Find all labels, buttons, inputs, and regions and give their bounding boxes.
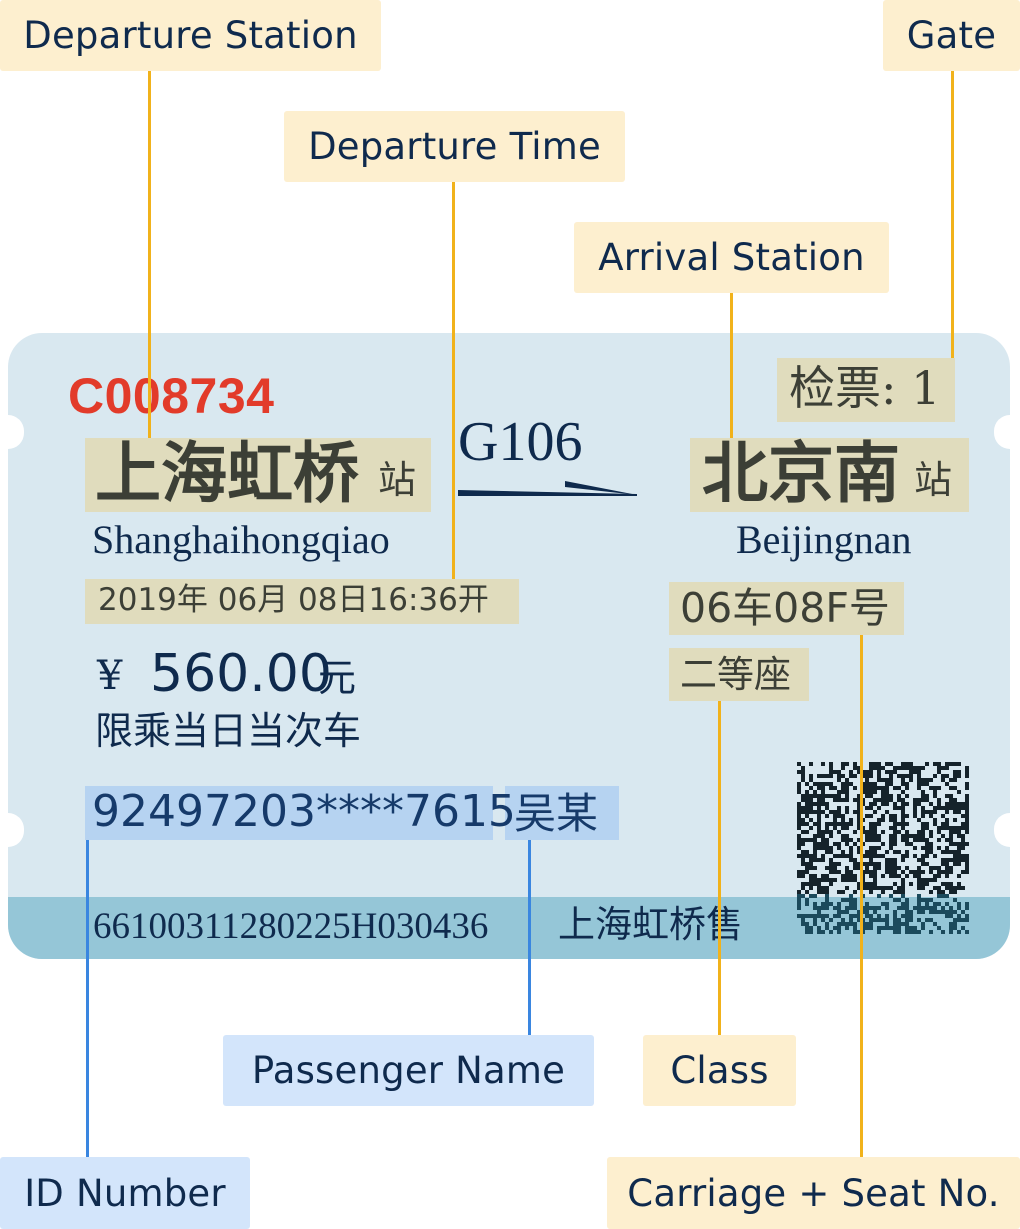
arrival-station-cn: 北京南 xyxy=(702,435,900,512)
ticket-bottom-band xyxy=(8,897,1010,959)
carriage-seat-leader xyxy=(860,635,863,1158)
class-highlight xyxy=(669,648,809,701)
seat-class: 二等座 xyxy=(680,653,791,696)
departure-station-leader xyxy=(148,70,151,438)
ticket-notch xyxy=(8,813,24,847)
departure-time: 2019年 06月 08日16:36开 xyxy=(98,582,489,618)
qr-code-icon xyxy=(797,762,969,934)
arrival-station-en: Beijingnan xyxy=(736,517,912,562)
carriage-seat-highlight xyxy=(669,582,904,635)
callout-carriage-seat: Carriage + Seat No. xyxy=(607,1157,1020,1229)
departure-time-leader xyxy=(452,182,455,579)
arrival-station-suffix: 站 xyxy=(914,458,953,502)
id-number: 92497203****7615 xyxy=(92,786,516,837)
train-ticket xyxy=(8,333,1010,959)
ticket-notch xyxy=(8,415,24,449)
direction-arrow-icon xyxy=(458,481,637,496)
ticket-notch xyxy=(994,415,1010,449)
price-symbol: ¥ xyxy=(97,653,123,699)
id-number-highlight xyxy=(85,786,493,840)
passenger-name-highlight xyxy=(505,786,619,840)
callout-id-number: ID Number xyxy=(0,1157,250,1229)
departure-station-cn: 上海虹桥 xyxy=(95,435,359,512)
callout-arrival-station: Arrival Station xyxy=(574,222,889,293)
departure-station-en: Shanghaihongqiao xyxy=(92,517,390,562)
class-leader xyxy=(718,701,721,1036)
gate-leader xyxy=(951,70,954,358)
train-number: G106 xyxy=(458,411,583,473)
ticket-notch xyxy=(994,813,1010,847)
passenger-name: 吴某 xyxy=(514,789,599,838)
ticket-serial: C008734 xyxy=(68,368,275,424)
arrival-station-highlight xyxy=(690,438,969,512)
id-number-leader xyxy=(86,840,89,1158)
callout-gate: Gate xyxy=(883,0,1020,71)
gate-number: 检票: 1 xyxy=(789,361,941,415)
passenger-name-leader xyxy=(528,840,531,1036)
ticket-code: 66100311280225H030436 xyxy=(93,906,489,947)
callout-departure-station: Departure Station xyxy=(0,0,381,71)
callout-class: Class xyxy=(643,1035,796,1106)
callout-passenger-name: Passenger Name xyxy=(223,1035,594,1106)
callout-departure-time: Departure Time xyxy=(284,111,625,182)
carriage-seat: 06车08F号 xyxy=(680,584,890,632)
sold-at-station: 上海虹桥售 xyxy=(558,903,743,946)
price-amount: 560.00 xyxy=(150,644,332,704)
validity-note: 限乘当日当次车 xyxy=(95,709,362,753)
departure-station-highlight xyxy=(85,438,431,512)
price-unit: 元 xyxy=(318,656,357,700)
departure-station-suffix: 站 xyxy=(378,458,417,502)
departure-time-highlight xyxy=(85,579,519,624)
arrival-station-leader xyxy=(730,293,733,438)
gate-highlight xyxy=(777,358,955,422)
